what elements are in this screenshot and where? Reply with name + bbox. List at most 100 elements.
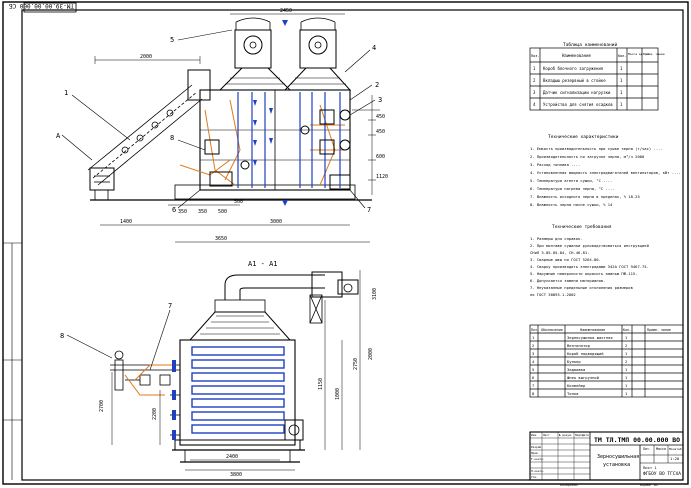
- dim-top-1: 2450: [280, 8, 292, 14]
- inclined-conveyor: [87, 69, 211, 200]
- spec-bot-r6-pos: 7: [532, 383, 534, 388]
- front-dim-texts: 2000 2450 1400 3650 3000 350 350 500 450…: [120, 8, 388, 242]
- spec-bottom-rows: 1 Зерносушилка шахтная 1 2 Вентилятор 2 …: [532, 335, 628, 396]
- mechanisms: [204, 109, 351, 190]
- spec-bot-r2-name: Короб подводящий: [567, 351, 604, 356]
- title-name-2: установка: [603, 462, 630, 468]
- title-scale-label: Масштаб: [669, 446, 682, 451]
- callout-3: 3: [378, 96, 382, 104]
- tb-row-5: Разраб.: [531, 444, 543, 449]
- title-lit: Лит.: [643, 447, 651, 451]
- tech-req-3: 4. Установленная мощность электродвигате…: [530, 170, 681, 175]
- tb-row-0: Изм.: [531, 433, 538, 437]
- spec-bot-r4-pos: 5: [532, 367, 534, 372]
- callout-5: 5: [170, 36, 174, 44]
- spec-bot-r3-name: Бункер: [567, 359, 581, 364]
- tech-notes: Технические требования 1. Размеры для сп…: [530, 223, 649, 297]
- spec-bot-r1-pos: 2: [532, 343, 534, 348]
- spec-top-r1-pos: 2: [533, 78, 536, 83]
- tb-row-4: Дата: [582, 433, 589, 437]
- dim-sec-3: 3800: [230, 472, 242, 478]
- tech-req-2: 3. Расход топлива ....: [530, 162, 580, 167]
- dim-top-0: 2000: [140, 54, 152, 60]
- tb-row-1: Лист: [543, 433, 550, 437]
- leader-lines: [61, 29, 376, 209]
- title-name-1: Зерносушильная: [597, 454, 639, 460]
- callout-1: 1: [64, 89, 68, 97]
- dim-top-6: 350: [198, 209, 207, 215]
- title-row-labels: Изм. Лист № докум. Подп. Дата Разраб. Пр…: [531, 433, 589, 479]
- hoppers: [218, 67, 352, 91]
- spec-bot-r2-pos: 3: [532, 351, 534, 356]
- spec-top-r0-qty: 1: [620, 66, 623, 71]
- spec-top-rows: 1 Короб блочного загружения 1 2 Вкладыш …: [533, 66, 623, 107]
- spec-bot-r0-pos: 1: [532, 335, 535, 340]
- tech-note-1: 2. При монтаже сушилки руководствоваться…: [530, 243, 649, 248]
- dim-sec-2: 2400: [226, 454, 238, 460]
- spec-bot-r4-qty: 1: [625, 367, 628, 372]
- dim-top-8: 450: [376, 114, 385, 120]
- dim-top-12: 500: [234, 199, 243, 205]
- spec-bot-r5-qty: 1: [625, 375, 628, 380]
- section-dimensions: [111, 270, 361, 471]
- spec-top-r1-qty: 1: [620, 78, 623, 83]
- top-label-box: ТМ-39.00.00.000 СБ: [9, 2, 77, 13]
- tech-req-4: 5. Температура агента сушки, °С ....: [530, 178, 612, 183]
- tech-req-0: 1. Емкость производительность при сушке …: [530, 146, 663, 151]
- tech-req-6: 7. Влажность исходного зерна в пределах,…: [530, 194, 640, 199]
- section-callout-8: 8: [60, 332, 64, 340]
- dim-top-4: 3000: [270, 219, 282, 225]
- dim-sec-6: 2750: [353, 358, 359, 370]
- dim-top-7: 500: [218, 209, 227, 215]
- tech-note-6: 6. Допускается замена материалов.: [530, 278, 605, 283]
- tech-note-2: СНиП 3.05.05-84, СН-46-81.: [530, 250, 589, 255]
- tech-note-8: по ГОСТ 30893.1-2002: [530, 292, 576, 297]
- title-scale: 1:20: [670, 456, 680, 461]
- front-view-callouts: 1 2 3 4 5 6 7 8 А: [56, 36, 382, 214]
- dim-sec-7: 2000: [368, 348, 374, 360]
- callout-7: 7: [367, 206, 371, 214]
- callout-6: 6: [172, 206, 176, 214]
- spec-bot-h0: Поз.: [531, 328, 539, 332]
- spec-bot-r3-pos: 4: [532, 359, 535, 364]
- spec-bot-h2: Наименование: [580, 328, 605, 332]
- spec-top-h4: Приме- чание: [643, 52, 665, 56]
- dim-sec-8: 3100: [372, 288, 378, 300]
- tb-row-6: Пров.: [531, 451, 540, 455]
- dim-sec-4: 1150: [318, 378, 324, 390]
- spec-top-r1-name: Вкладыш резервный в стойке: [543, 78, 606, 83]
- callout-2: 2: [375, 81, 379, 89]
- spec-top-r2-pos: 3: [533, 90, 536, 95]
- spec-bot-r7-pos: 8: [532, 391, 535, 396]
- fans: [234, 17, 337, 69]
- spec-top-r2-name: Датчик сигнализации нагрузки: [543, 90, 611, 95]
- spec-bot-h3: Кол.: [623, 328, 631, 332]
- side-piping-orange: [124, 364, 175, 396]
- spec-bot-r5-name: Шнек выгрузной: [567, 375, 599, 380]
- title-mass-label: Масса: [656, 447, 666, 451]
- dim-top-11: 1120: [376, 174, 388, 180]
- spec-top-r3-qty: 1: [620, 102, 623, 107]
- tech-note-5: 5. Наружные поверхности окрасить эмалью …: [530, 271, 637, 276]
- spec-bot-r0-qty: 1: [625, 335, 628, 340]
- tb-row-2: № докум.: [559, 433, 573, 437]
- tech-note-7: 7. Неуказанные предельные отклонения раз…: [530, 285, 633, 290]
- tech-req-title: Технические характеристики: [548, 134, 619, 140]
- spec-bot-r1-qty: 2: [625, 343, 627, 348]
- spec-bot-r6-qty: 1: [625, 383, 628, 388]
- dim-top-5: 350: [178, 209, 187, 215]
- dim-top-2: 1400: [120, 219, 132, 225]
- spec-bot-r1-name: Вентилятор: [567, 343, 591, 348]
- spec-top-r0-pos: 1: [533, 66, 536, 71]
- spec-top-r0-name: Короб блочного загружения: [543, 66, 603, 71]
- tech-notes-title: Технические требования: [552, 223, 612, 230]
- flow-arrows: [253, 20, 288, 206]
- spec-top-title: Таблица наименований: [563, 41, 617, 48]
- tech-req-5: 6. Температура нагрева зерна, °С ....: [530, 186, 615, 191]
- dim-sec-5: 1000: [335, 388, 341, 400]
- spec-top-r3-pos: 4: [533, 102, 536, 107]
- spec-bot-r2-qty: 1: [625, 351, 628, 356]
- section-view: [172, 271, 359, 463]
